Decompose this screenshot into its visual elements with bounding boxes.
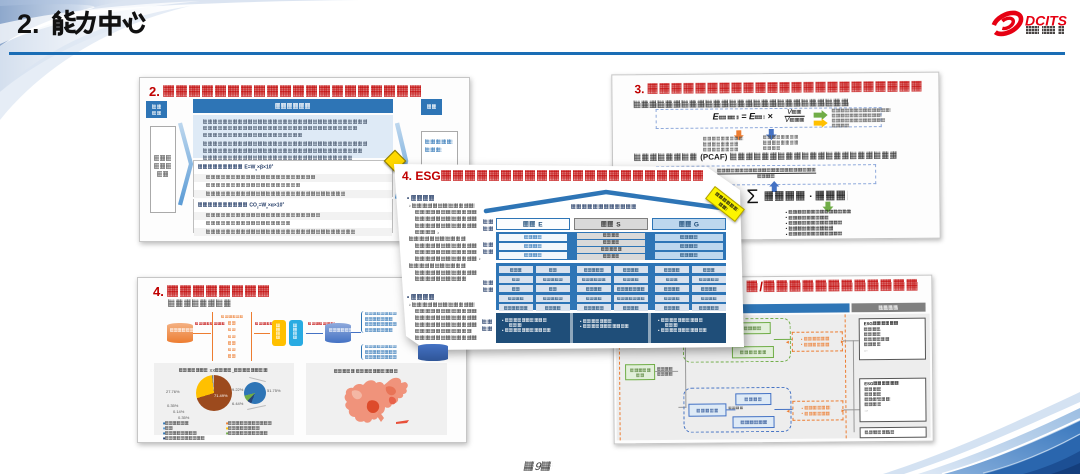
svg-text:2.: 2. (17, 9, 40, 38)
svg-text:DCITS: DCITS (1025, 13, 1068, 29)
